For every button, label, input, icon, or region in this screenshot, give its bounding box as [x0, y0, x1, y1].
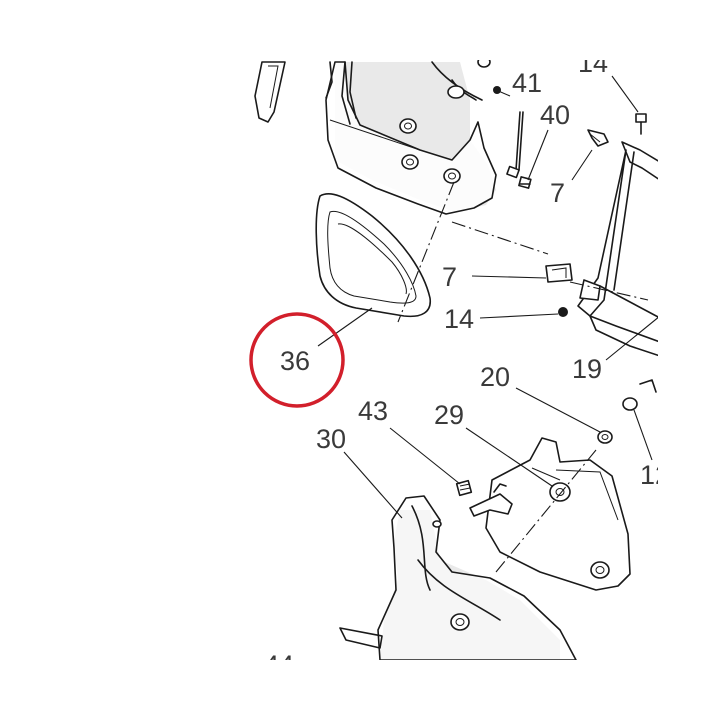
side-trim-strip [254, 61, 286, 123]
leader-7-top [571, 149, 593, 181]
bolt-41 [506, 111, 524, 179]
label-7-top: 7 [550, 178, 565, 208]
label-7-mid: 7 [442, 262, 457, 292]
upper-fairing-panel [325, 60, 501, 215]
label-20: 20 [480, 362, 510, 392]
leader-12 [633, 409, 653, 461]
label-36: 36 [280, 346, 310, 376]
air-intake-vent [315, 192, 431, 318]
highlight-circle [249, 312, 345, 408]
alignment-line [569, 281, 649, 301]
leader-19 [605, 316, 658, 361]
nut-14-mid [558, 307, 568, 317]
label-40: 40 [540, 100, 570, 130]
leader-14-mid [479, 313, 559, 319]
leader-20 [515, 387, 601, 433]
label-12: 12 [640, 460, 670, 490]
mount-bracket [469, 483, 513, 517]
leader-7-mid [471, 275, 547, 279]
label-44: 44 [264, 650, 294, 680]
right-bracket-assembly [577, 141, 658, 357]
leader-41 [495, 89, 511, 97]
alignment-line [397, 181, 455, 323]
lower-fairing-30 [339, 495, 577, 660]
leader-40 [527, 129, 549, 181]
leader-36 [317, 307, 373, 347]
label-14-mid: 14 [444, 304, 474, 334]
label-30: 30 [316, 424, 346, 454]
label-41: 41 [512, 68, 542, 98]
clip-7-top [587, 129, 609, 147]
label-43: 43 [358, 396, 388, 426]
label-14-top: 14 [578, 48, 608, 78]
side-panel-29 [485, 437, 631, 591]
alignment-line [451, 221, 549, 255]
leader-43 [389, 427, 461, 485]
screw-14-top [635, 113, 647, 135]
clip-7-mid [545, 263, 573, 283]
alignment-line [495, 449, 597, 573]
leader-29 [465, 427, 553, 487]
washer-12 [622, 379, 657, 411]
washer-20 [597, 430, 613, 444]
leader-14-top [611, 75, 639, 113]
spring-clip-43 [455, 479, 473, 497]
label-19: 19 [572, 354, 602, 384]
leader-30 [343, 451, 403, 519]
label-29: 29 [434, 400, 464, 430]
